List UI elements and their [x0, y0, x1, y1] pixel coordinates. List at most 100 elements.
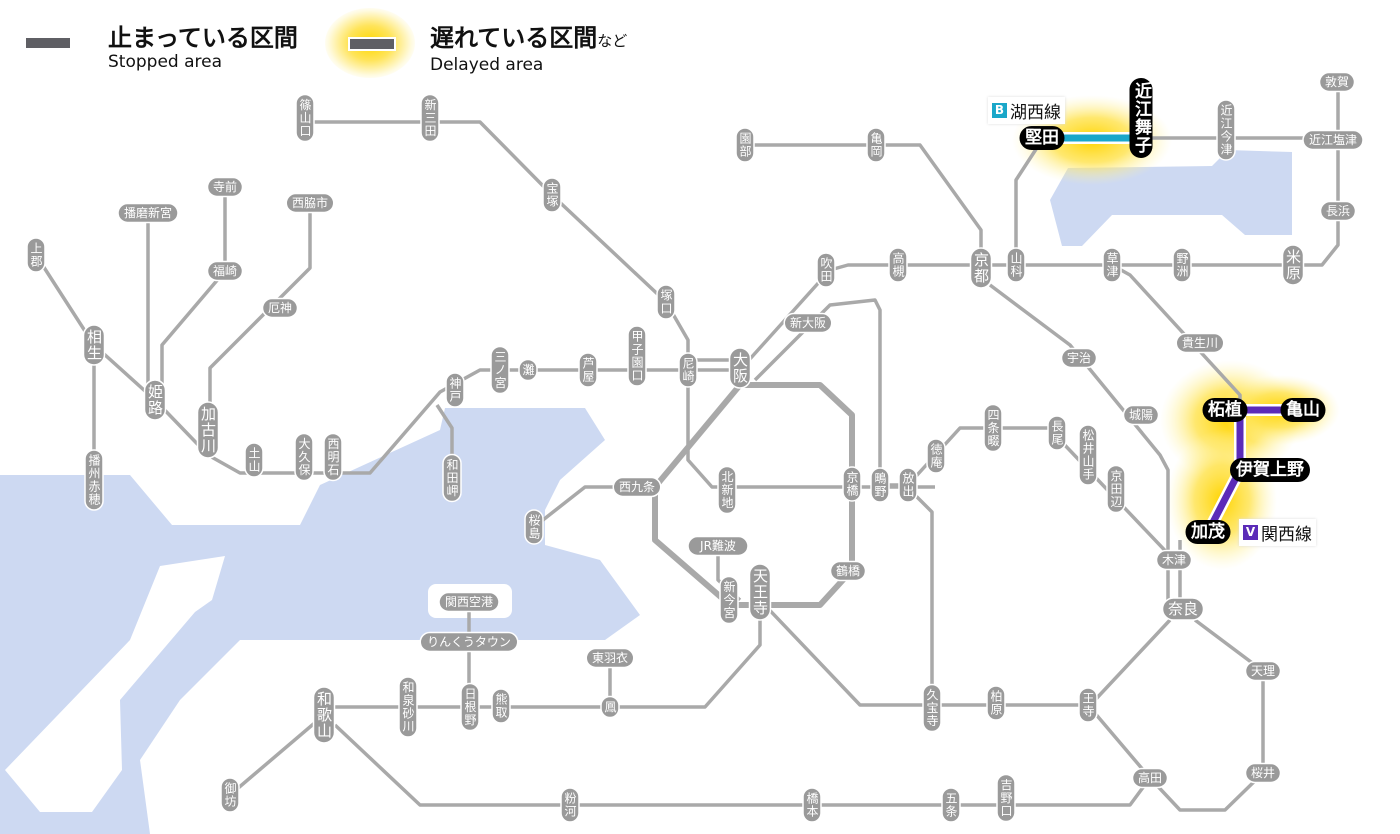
line-tag-kosei[interactable]: B 湖西線 [988, 97, 1065, 124]
station[interactable]: 新三田 [420, 93, 440, 143]
station[interactable]: 神戸 [445, 372, 465, 408]
station[interactable]: 関西空港 [438, 591, 500, 613]
station[interactable]: 高田 [1131, 767, 1169, 789]
station[interactable]: 吹田 [816, 252, 836, 288]
station[interactable]: 王寺 [1078, 687, 1098, 723]
station[interactable]: 和歌山 [312, 686, 336, 744]
station[interactable]: 御坊 [220, 777, 240, 813]
station[interactable]: 松井山手 [1078, 424, 1098, 486]
station[interactable]: 大阪 [728, 347, 752, 389]
station-pill [524, 509, 544, 545]
station-name: 関西空港 [445, 595, 493, 609]
station[interactable]: 尼崎 [678, 352, 698, 388]
station[interactable]: 大久保 [294, 432, 314, 482]
station[interactable]: 近江今津 [1216, 99, 1236, 161]
station[interactable]: 土山 [244, 442, 264, 478]
station[interactable]: 米原 [1281, 244, 1305, 286]
station-name: 西九条 [619, 480, 655, 494]
station[interactable]: 播磨新宮 [117, 202, 179, 224]
station[interactable]: 園部 [735, 127, 755, 163]
station[interactable]: 京橋 [842, 466, 862, 502]
station[interactable]: 新大阪 [783, 312, 833, 334]
station[interactable]: 相生 [82, 324, 106, 366]
station[interactable]: 鶴橋 [829, 560, 867, 582]
station[interactable]: 亀山 [1280, 398, 1326, 422]
station[interactable]: 和田岬 [442, 453, 462, 503]
station[interactable]: 四条畷 [983, 403, 1003, 453]
station[interactable]: 宝塚 [542, 177, 562, 213]
station[interactable]: 甲子園口 [627, 325, 647, 387]
station[interactable]: 厄神 [261, 297, 299, 319]
line-tag-kansai[interactable]: V 関西線 [1239, 519, 1316, 546]
station[interactable]: 播州赤穂 [84, 449, 104, 511]
station-pill [1244, 660, 1282, 682]
station[interactable]: 天王寺 [748, 563, 772, 621]
station[interactable]: 熊取 [491, 688, 511, 724]
station[interactable]: 寺前 [206, 176, 244, 198]
station[interactable]: 久宝寺 [922, 683, 942, 733]
station[interactable]: りんくうタウン [419, 631, 519, 653]
station[interactable]: 桜島 [524, 509, 544, 545]
station[interactable]: 桜井 [1244, 762, 1282, 784]
station[interactable]: 和泉砂川 [398, 676, 418, 738]
station[interactable]: 日根野 [460, 682, 480, 732]
station[interactable]: 京都 [969, 247, 993, 289]
station[interactable]: 東羽衣 [585, 647, 635, 669]
station[interactable]: 加茂 [1185, 520, 1231, 544]
station[interactable]: 姫路 [143, 379, 167, 421]
station[interactable]: JR難波 [687, 535, 749, 557]
station[interactable]: 近江舞子 [1129, 78, 1153, 158]
station[interactable]: 西脇市 [285, 192, 335, 214]
station-pill [870, 467, 890, 503]
station[interactable]: 木津 [1155, 549, 1193, 571]
station[interactable]: 高槻 [888, 247, 908, 283]
station[interactable]: 北新地 [717, 465, 737, 515]
station[interactable]: 貴生川 [1175, 332, 1225, 354]
station[interactable]: 柏原 [986, 685, 1006, 721]
station[interactable]: 宇治 [1060, 347, 1098, 369]
station[interactable]: 奈良 [1161, 597, 1205, 621]
station-name: 日根野 [463, 688, 477, 727]
station[interactable]: 敦賀 [1318, 71, 1356, 93]
station[interactable]: 近江塩津 [1302, 129, 1364, 151]
station[interactable]: 長尾 [1047, 415, 1067, 451]
station[interactable]: 伊賀上野 [1230, 458, 1310, 482]
station[interactable]: 西明石 [323, 432, 343, 482]
legend-delayed-label: 遅れている区間 [430, 24, 598, 52]
station[interactable]: 天理 [1244, 660, 1282, 682]
station-pill [1078, 424, 1098, 486]
station[interactable]: 野洲 [1172, 247, 1192, 283]
station[interactable]: 塚口 [656, 284, 676, 320]
station[interactable]: 城陽 [1122, 404, 1160, 426]
station[interactable]: 五条 [941, 787, 961, 823]
station-name: 三ノ宮 [493, 351, 507, 390]
station-pill [1216, 99, 1236, 161]
station[interactable]: 篠山口 [295, 93, 315, 143]
station[interactable]: 草津 [1102, 247, 1122, 283]
station[interactable]: 粉河 [560, 787, 580, 823]
station[interactable]: 長浜 [1319, 200, 1357, 222]
station[interactable]: 京田辺 [1106, 464, 1126, 514]
station[interactable]: 上郡 [26, 237, 46, 273]
station[interactable]: 福崎 [206, 260, 244, 282]
station[interactable]: 加古川 [196, 401, 220, 459]
station[interactable]: 鳳 [600, 695, 620, 719]
station[interactable]: 橋本 [802, 787, 822, 823]
station[interactable]: 堅田 [1019, 126, 1065, 150]
station[interactable]: 徳庵 [926, 438, 946, 474]
station[interactable]: 新今宮 [719, 575, 739, 625]
station[interactable]: 灘 [518, 358, 538, 382]
station[interactable]: 亀岡 [866, 127, 886, 163]
station-pill [1161, 597, 1205, 621]
station[interactable]: 山科 [1006, 247, 1026, 283]
station[interactable]: 西九条 [612, 476, 662, 498]
station-pill [585, 647, 635, 669]
station-pill [82, 324, 106, 366]
station-name: 京田辺 [1109, 469, 1123, 508]
station[interactable]: 柘植 [1202, 398, 1248, 422]
station[interactable]: 放出 [898, 467, 918, 503]
station[interactable]: 芦屋 [578, 352, 598, 388]
station[interactable]: 鴫野 [870, 467, 890, 503]
station[interactable]: 三ノ宮 [490, 345, 510, 395]
station[interactable]: 吉野口 [996, 773, 1016, 823]
